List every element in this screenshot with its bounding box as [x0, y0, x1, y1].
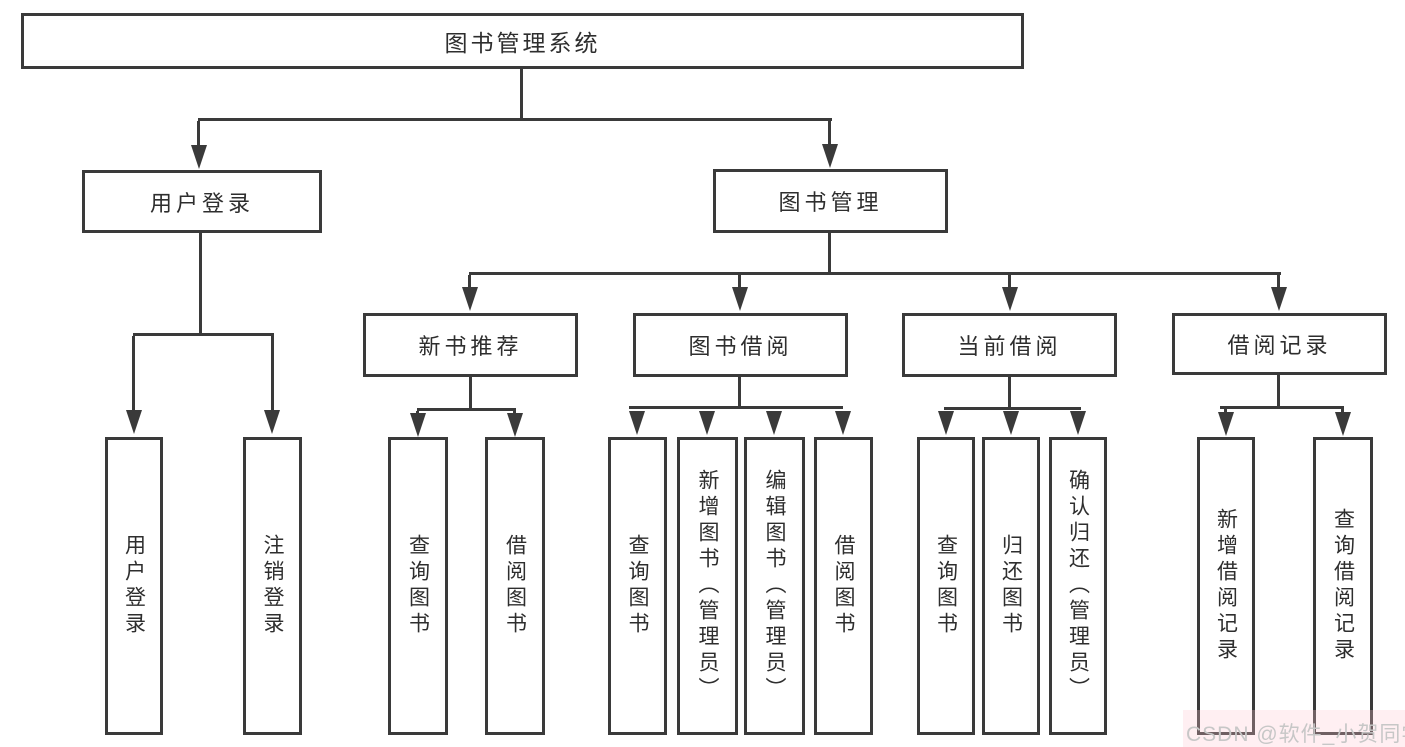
arrow-down-icon — [264, 410, 280, 434]
connector-line — [469, 272, 1281, 275]
connector-line — [132, 336, 135, 412]
connector-line — [944, 407, 1081, 410]
leaf-node-add-borrow-record: 新增借阅记录 — [1197, 437, 1255, 735]
watermark: CSDN @软件_小贺同学 — [1186, 723, 1405, 746]
leaf-node-user-login: 用户登录 — [105, 437, 163, 735]
connector-line — [469, 377, 472, 408]
leaf-node-add-books-admin: 新增图书（管理员） — [677, 437, 738, 735]
leaf-label: 查询图书 — [406, 534, 430, 638]
connector-line — [1277, 275, 1280, 289]
leaf-node-query-books: 查询图书 — [917, 437, 975, 735]
leaf-label: 注销登录 — [261, 534, 284, 638]
arrow-down-icon — [766, 411, 782, 435]
arrow-down-icon — [1218, 412, 1234, 436]
node-label: 借阅记录 — [1227, 333, 1332, 358]
leaf-label: 新增借阅记录 — [1214, 508, 1238, 664]
node-label: 图书借阅 — [688, 334, 793, 359]
arrow-down-icon — [1271, 287, 1287, 311]
connector-line — [1008, 275, 1011, 289]
connector-line — [1224, 409, 1227, 414]
leaf-label: 新增图书（管理员） — [696, 469, 719, 703]
node-root: 图书管理系统 — [21, 13, 1024, 69]
connector-line — [133, 333, 274, 336]
leaf-node-borrow-books: 借阅图书 — [814, 437, 873, 735]
arrow-down-icon — [1002, 287, 1018, 311]
leaf-node-confirm-return-admin: 确认归还（管理员） — [1049, 437, 1107, 735]
connector-line — [197, 121, 200, 147]
watermark-tint — [1183, 710, 1405, 747]
leaf-node-query-borrow-record: 查询借阅记录 — [1313, 437, 1373, 735]
arrow-down-icon — [732, 287, 748, 311]
node-label: 用户登录 — [149, 190, 254, 216]
node-user-login: 用户登录 — [82, 170, 322, 233]
leaf-node-return-books: 归还图书 — [982, 437, 1040, 735]
leaf-label: 确认归还（管理员） — [1066, 469, 1090, 703]
leaf-label: 归还图书 — [999, 534, 1023, 638]
node-label: 新书推荐 — [418, 334, 523, 359]
node-borrow-records: 借阅记录 — [1172, 313, 1387, 375]
connector-line — [1341, 409, 1344, 414]
connector-line — [1220, 406, 1344, 409]
leaf-label: 借阅图书 — [503, 534, 527, 638]
leaf-node-borrow-books: 借阅图书 — [485, 437, 545, 735]
leaf-node-query-books: 查询图书 — [608, 437, 667, 735]
leaf-label: 查询借阅记录 — [1331, 508, 1355, 664]
connector-line — [828, 121, 831, 147]
arrow-down-icon — [462, 287, 478, 311]
connector-line — [828, 233, 831, 272]
node-new-book-recommend: 新书推荐 — [363, 313, 578, 377]
node-book-management: 图书管理 — [713, 169, 948, 233]
node-book-borrow: 图书借阅 — [633, 313, 848, 377]
arrow-down-icon — [629, 411, 645, 435]
arrow-down-icon — [835, 411, 851, 435]
arrow-down-icon — [1070, 411, 1086, 435]
connector-line — [1008, 377, 1011, 407]
node-label: 图书管理 — [778, 190, 883, 215]
arrow-down-icon — [822, 144, 838, 168]
leaf-label: 编辑图书（管理员） — [763, 469, 786, 703]
connector-line — [199, 233, 202, 336]
arrow-down-icon — [1335, 412, 1351, 436]
leaf-label: 查询图书 — [934, 534, 958, 638]
leaf-label: 借阅图书 — [832, 534, 855, 638]
arrow-down-icon — [938, 411, 954, 435]
connector-line — [629, 406, 843, 409]
node-label: 当前借阅 — [957, 334, 1062, 359]
connector-line — [271, 336, 274, 412]
node-root-label: 图书管理系统 — [444, 30, 601, 56]
arrow-down-icon — [410, 413, 426, 437]
connector-line — [468, 275, 471, 289]
arrow-down-icon — [1003, 411, 1019, 435]
connector-line — [1277, 375, 1280, 406]
node-current-borrow: 当前借阅 — [902, 313, 1117, 377]
arrow-down-icon — [507, 413, 523, 437]
connector-line — [198, 118, 832, 121]
leaf-label: 用户登录 — [122, 534, 146, 638]
arrow-down-icon — [191, 145, 207, 169]
leaf-node-query-books: 查询图书 — [388, 437, 448, 735]
connector-line — [520, 69, 523, 118]
arrow-down-icon — [126, 410, 142, 434]
connector-line — [738, 275, 741, 289]
connector-line — [738, 377, 741, 409]
leaf-node-logout: 注销登录 — [243, 437, 302, 735]
arrow-down-icon — [699, 411, 715, 435]
connector-line — [417, 408, 516, 411]
leaf-node-edit-books-admin: 编辑图书（管理员） — [744, 437, 805, 735]
leaf-label: 查询图书 — [626, 534, 649, 638]
